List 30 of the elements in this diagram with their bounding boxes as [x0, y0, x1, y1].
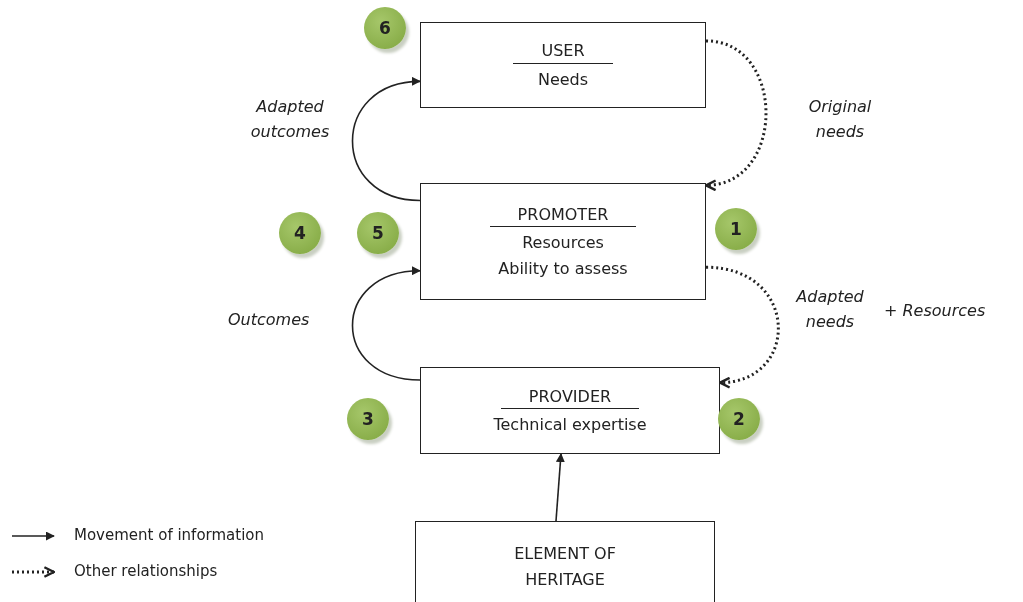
legend-text: Movement of information: [74, 526, 265, 544]
process-box: [420, 22, 706, 108]
edge-label: Outcomes: [228, 309, 308, 331]
curved-arrow: [351, 77, 421, 202]
dotted-arrow: [704, 39, 768, 190]
callout-number: 6: [364, 7, 406, 49]
curved-arrow: [351, 267, 421, 381]
callout-number: 3: [347, 398, 389, 440]
callout-number: 1: [715, 208, 757, 250]
edge-label: Original needs: [807, 96, 873, 143]
box-title: USER: [513, 41, 613, 64]
process-box: [420, 183, 706, 300]
box-text: Needs: [537, 69, 589, 89]
legend-text: Other relationships: [74, 562, 218, 580]
box-text: Resources: [522, 233, 604, 253]
process-box: [415, 521, 715, 602]
process-box: [420, 367, 720, 454]
note-text: + Resources: [884, 301, 986, 320]
callout-number: 2: [718, 398, 760, 440]
box-text: Technical expertise: [493, 415, 647, 435]
arrow: [555, 453, 565, 522]
box-title: PROVIDER: [500, 386, 640, 409]
dotted-arrow: [705, 265, 780, 388]
edge-label: Adapted needs: [794, 286, 865, 333]
box-text: Ability to assess: [498, 258, 628, 278]
callout-number: 5: [357, 212, 399, 254]
box-title: PROMOTER: [489, 205, 637, 228]
callout-number: 4: [279, 212, 321, 254]
box-title: ELEMENT OF HERITAGE: [513, 542, 617, 591]
edge-label: Adapted outcomes: [249, 96, 331, 143]
